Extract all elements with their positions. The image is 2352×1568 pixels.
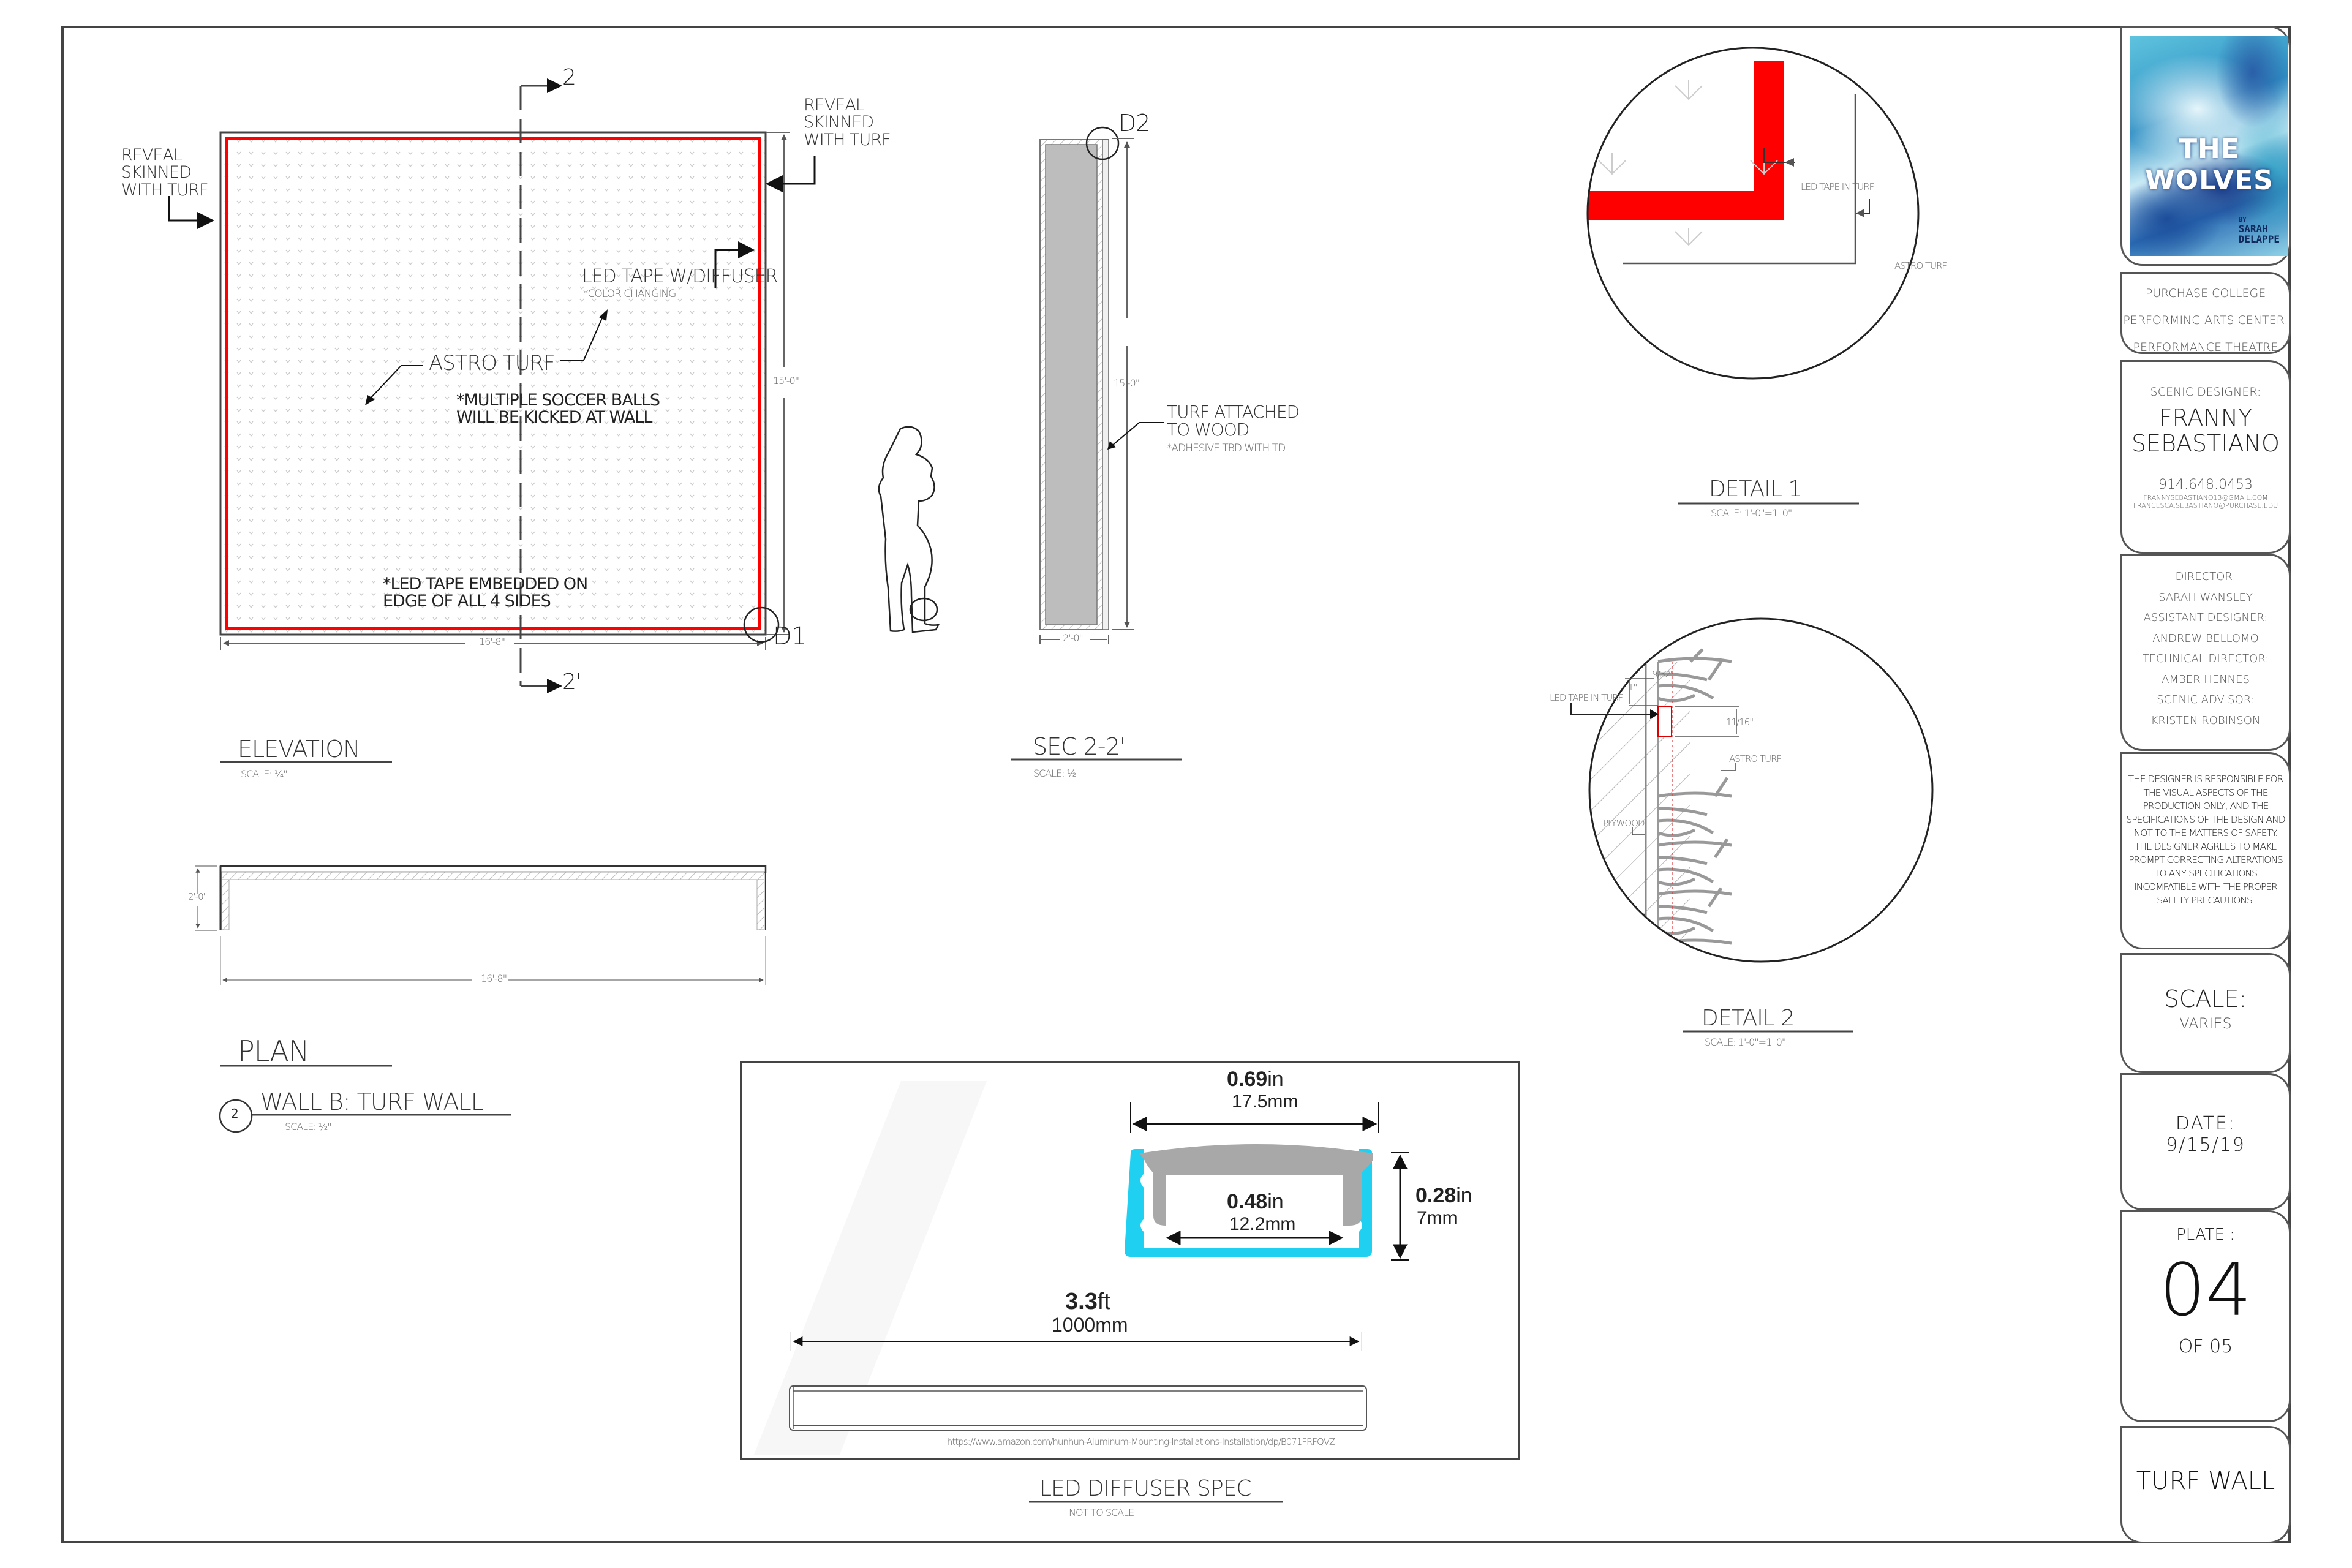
outer-width-mm: 17.5mm [1232, 1091, 1298, 1112]
section-height-dim: 15'-0" [1114, 377, 1140, 389]
title-underlines [221, 502, 1859, 1503]
reveal-right-note: REVEAL SKINNED WITH TURF [804, 96, 891, 149]
astro-turf-note: ASTRO TURF [429, 351, 556, 375]
title-block-credits: DIRECTOR: SARAH WANSLEY ASSISTANT DESIGN… [2120, 554, 2291, 751]
detail2-title: DETAIL 2 [1702, 1006, 1795, 1031]
detail2-led-callout: LED TAPE IN TURF [1550, 692, 1623, 703]
detail-callout-d2: D2 [1118, 110, 1150, 137]
show-poster-image: THE WOLVES BY SARAH DELAPPE [2130, 36, 2288, 256]
detail2-turf-callout: ASTRO TURF [1729, 753, 1782, 764]
section-depth-dim: 2'-0" [1063, 632, 1084, 644]
detail1-drawing [1586, 47, 1920, 380]
title-block-date: DATE: 9/15/19 [2120, 1073, 2291, 1210]
plan-drawing [195, 865, 767, 985]
detail2-dim-932: 9/32" [1652, 669, 1675, 680]
section-mark-top: 2 [562, 65, 576, 90]
detail2-drawing [1570, 617, 1934, 963]
elevation-height-dim: 15'-0" [773, 375, 799, 386]
elevation-drawing [168, 78, 816, 693]
led-spec-panel: 0.69in 17.5mm 0.48in 12.2mm 0.28in 7mm 3… [740, 1061, 1520, 1460]
inner-width-mm: 12.2mm [1229, 1214, 1296, 1234]
led-tape-note: LED TAPE W/DIFFUSER [582, 266, 778, 287]
plan-depth-dim: 2'-0" [188, 891, 208, 902]
height-mm: 7mm [1417, 1208, 1458, 1228]
plan-title: PLAN [238, 1035, 309, 1068]
led-tape-subnote: *COLOR CHANGING [583, 288, 676, 300]
detail1-scale: SCALE: 1'-0"=1' 0" [1711, 507, 1792, 519]
title-block-plate: PLATE : 04 OF 05 [2120, 1210, 2291, 1422]
reveal-left-note: REVEAL SKINNED WITH TURF [121, 146, 209, 200]
title-block-disclaimer: THE DESIGNER IS RESPONSIBLE FOR THE VISU… [2120, 752, 2291, 949]
detail1-title: DETAIL 1 [1709, 477, 1802, 502]
section-scale: SCALE: ½" [1033, 767, 1080, 779]
adhesive-note: *ADHESIVE TBD WITH TD [1167, 442, 1286, 454]
source-url[interactable]: https://www.amazon.com/hunhun-Aluminum-M… [947, 1436, 1335, 1447]
led-spec-drawing [754, 1081, 1409, 1455]
detail1-led-callout: LED TAPE IN TURF [1801, 181, 1874, 192]
show-author: BY SARAH DELAPPE [2238, 215, 2280, 246]
detail2-dim-1116: 11/16" [1726, 717, 1754, 728]
led-spec-scale: NOT TO SCALE [1069, 1507, 1134, 1518]
section-drawing [1039, 126, 1164, 644]
length-mm: 1000mm [1052, 1314, 1128, 1336]
elevation-width-dim: 16'-8" [479, 636, 505, 647]
detail2-dim-1in: 1" [1628, 682, 1637, 693]
height-label: 0.28in [1415, 1184, 1472, 1207]
wall-number: 2 [231, 1106, 239, 1121]
plan-width-dim: 16'-8" [481, 973, 507, 984]
inner-width-label: 0.48in [1227, 1190, 1284, 1213]
section-title: SEC 2-2' [1033, 733, 1126, 760]
title-block-scale: SCALE: VARIES [2120, 953, 2291, 1073]
detail2-scale: SCALE: 1'-0"=1' 0" [1705, 1036, 1786, 1048]
detail2-plywood-callout: PLYWOOD [1603, 818, 1645, 829]
led-spec-title: LED DIFFUSER SPEC [1039, 1476, 1252, 1501]
length-label: 3.3ft [1065, 1289, 1110, 1314]
wall-title: WALL B: TURF WALL [260, 1088, 484, 1115]
detail1-turf-callout: ASTRO TURF [1894, 260, 1947, 271]
elevation-scale: SCALE: ¼" [241, 768, 288, 780]
turf-attached-note: TURF ATTACHED TO WOOD [1167, 402, 1300, 440]
title-block-sheet-title: TURF WALL [2120, 1426, 2291, 1544]
title-block-designer: SCENIC DESIGNER: FRANNY SEBASTIANO 914.6… [2120, 360, 2291, 554]
soccer-balls-note: *MULTIPLE SOCCER BALLS WILL BE KICKED AT… [456, 391, 660, 428]
human-scale-figure [878, 426, 940, 633]
wall-number-circle [219, 1099, 253, 1133]
outer-width-label: 0.69in [1227, 1068, 1284, 1091]
section-mark-bottom: 2' [562, 669, 582, 695]
led-embed-note: *LED TAPE EMBEDDED ON EDGE OF ALL 4 SIDE… [383, 575, 588, 611]
wall-scale: SCALE: ½" [285, 1121, 332, 1133]
elevation-title: ELEVATION [238, 736, 361, 763]
show-title: THE WOLVES [2145, 134, 2274, 196]
detail-callout-d1: D1 [773, 622, 807, 650]
title-block-venue: PURCHASE COLLEGE PERFORMING ARTS CENTER:… [2120, 272, 2291, 354]
